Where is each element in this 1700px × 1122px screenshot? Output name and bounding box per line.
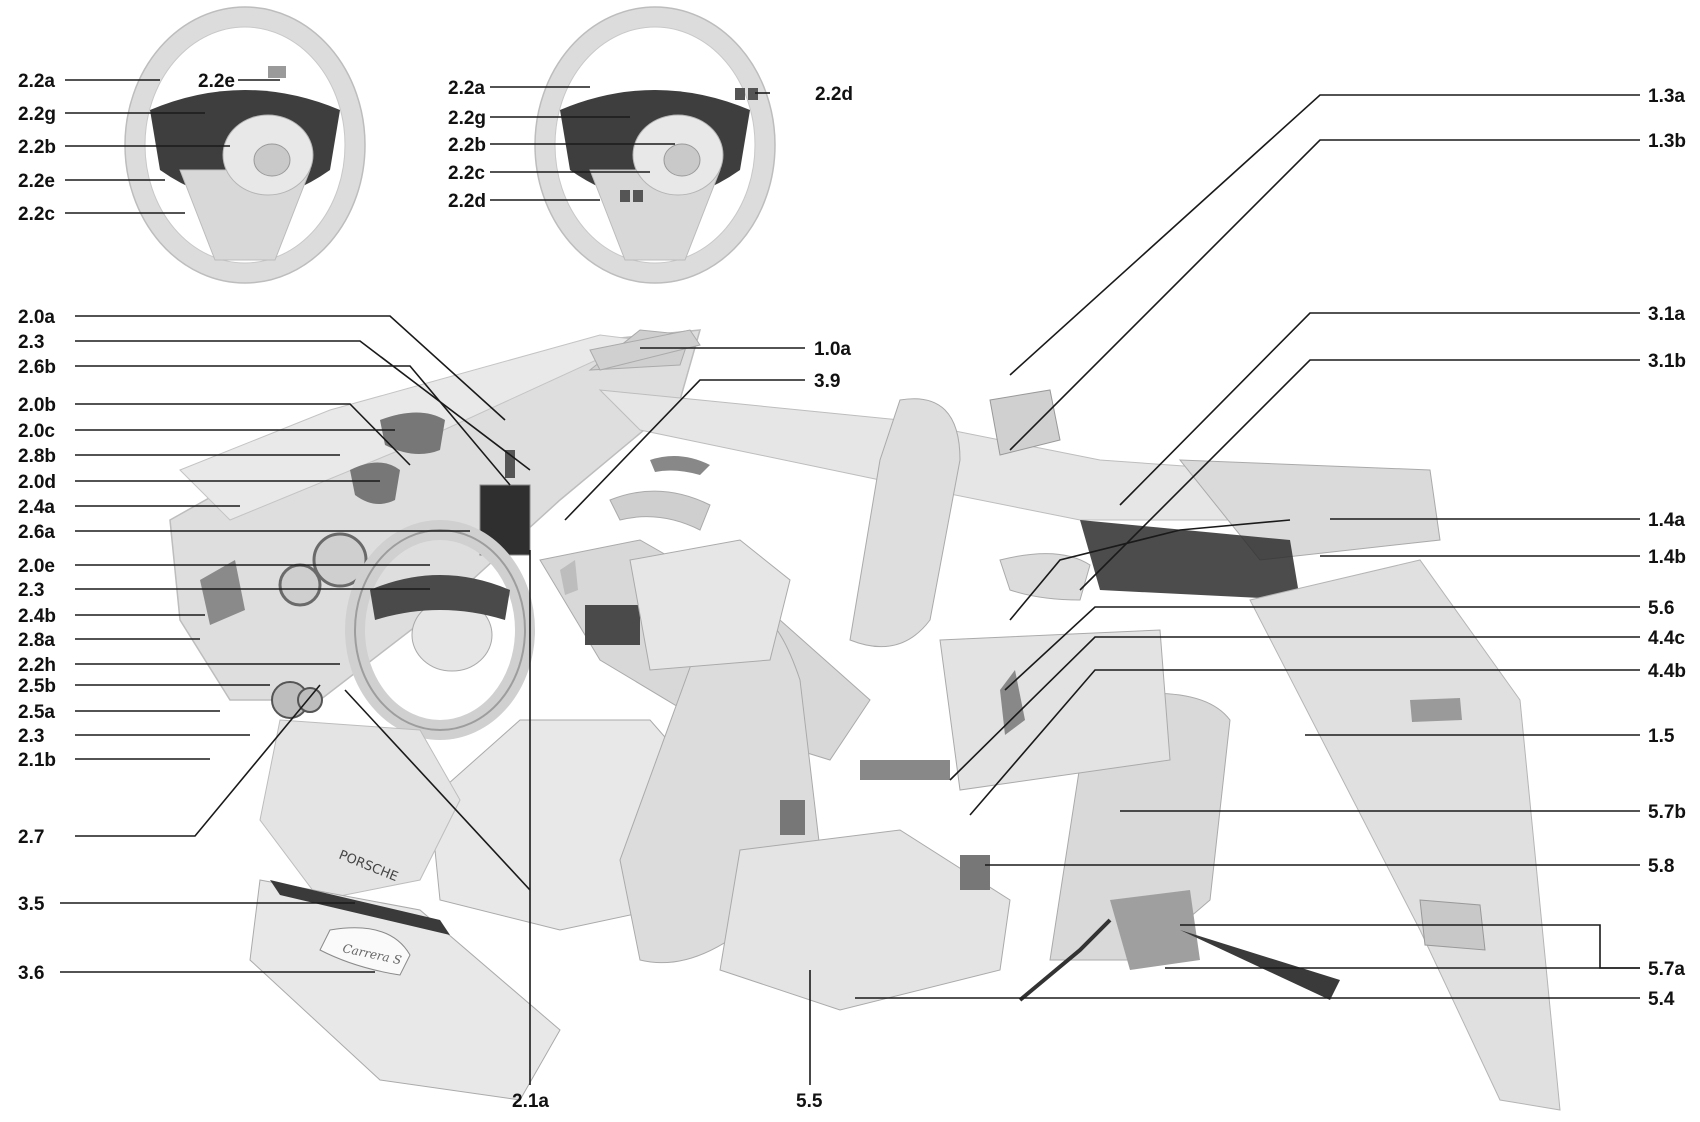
callout-2-2e: 2.2e [198,71,235,92]
car-interior-illustration: PORSCHE Carrera S [124,6,1561,1111]
callout-1-0a: 1.0a [814,339,851,360]
callout-2-2b: 2.2b [448,135,486,156]
callout-2-3: 2.3 [18,726,44,747]
callout-2-5b: 2.5b [18,676,56,697]
callout-2-2d: 2.2d [815,84,853,105]
callout-5-8: 5.8 [1648,856,1674,877]
callout-5-4: 5.4 [1648,989,1675,1010]
windscreen-mirror [989,389,1061,456]
callout-2-2a: 2.2a [448,78,485,99]
callout-2-4a: 2.4a [18,497,55,518]
callout-2-2g: 2.2g [448,108,486,129]
callout-2-2h: 2.2h [18,655,56,676]
callout-2-2g: 2.2g [18,104,56,125]
callout-2-8b: 2.8b [18,446,56,467]
callout-5-6: 5.6 [1648,598,1674,619]
callout-4-4c: 4.4c [1648,628,1685,649]
callout-3-6: 3.6 [18,963,44,984]
callout-2-2e: 2.2e [18,171,55,192]
passenger-seat [629,398,961,671]
callout-2-1b: 2.1b [18,750,56,771]
callout-4-4b: 4.4b [1648,661,1686,682]
callout-2-7: 2.7 [18,827,44,848]
rear-panel [1249,559,1561,1111]
callout-3-5: 3.5 [18,894,45,915]
callout-1-5: 1.5 [1648,726,1675,747]
callout-3-9: 3.9 [814,371,840,392]
callout-1-3a: 1.3a [1648,86,1685,107]
callout-2-6a: 2.6a [18,522,55,543]
callout-1-4b: 1.4b [1648,547,1686,568]
callout-labels: 2.2a 2.2e 2.2g 2.2b 2.2e 2.2c 2.2a 2.2d … [18,71,1686,1112]
console-switches [585,605,640,645]
callout-2-6b: 2.6b [18,357,56,378]
callout-2-0b: 2.0b [18,395,56,416]
callout-1-3b: 1.3b [1648,131,1686,152]
callout-5-5: 5.5 [796,1091,823,1112]
callout-2-2b: 2.2b [18,137,56,158]
door-handle [650,456,710,475]
callout-2-1a: 2.1a [512,1091,549,1112]
callout-2-4b: 2.4b [18,606,56,627]
callout-3-1b: 3.1b [1648,351,1686,372]
callout-2-3: 2.3 [18,332,44,353]
callout-2-0a: 2.0a [18,307,55,328]
callout-1-4a: 1.4a [1648,510,1685,531]
seat-belt [1009,519,1291,621]
callout-2-2c: 2.2c [18,204,55,225]
callout-5-7b: 5.7b [1648,802,1686,823]
callout-2-8a: 2.8a [18,630,55,651]
callout-2-2a: 2.2a [18,71,55,92]
callout-2-0d: 2.0d [18,472,56,493]
dashboard [169,329,702,719]
callout-2-0c: 2.0c [18,421,55,442]
callout-2-0e: 2.0e [18,556,55,577]
callout-5-7a: 5.7a [1648,959,1685,980]
wind-deflector [1178,459,1441,561]
steering-wheel-b [534,6,776,284]
seat-lever [960,855,990,890]
callout-2-5a: 2.5a [18,702,55,723]
driver-steering-wheel [345,520,535,740]
steering-wheel-a [124,6,366,284]
callout-2-3: 2.3 [18,580,44,601]
callout-leader-lines [60,79,1640,1085]
callout-3-1a: 3.1a [1648,304,1685,325]
callout-2-2c: 2.2c [448,163,485,184]
callout-2-2d: 2.2d [448,191,486,212]
